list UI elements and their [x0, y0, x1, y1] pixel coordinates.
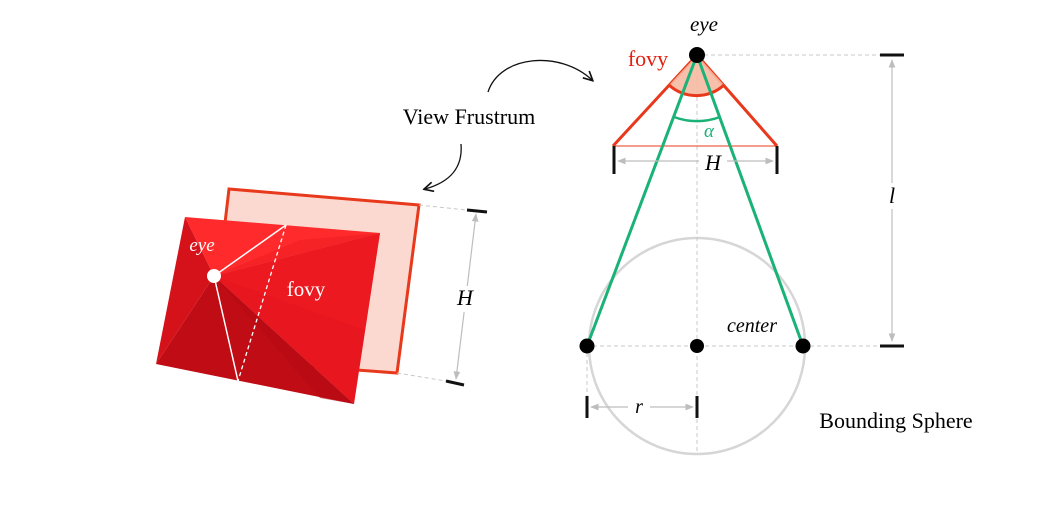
eye-left-label: eye — [189, 235, 214, 256]
H-left-label: H — [456, 285, 474, 310]
left-frustum-illustration: H eye fovy — [156, 187, 488, 404]
fovy-wedge — [669, 55, 724, 96]
eye-right-label: eye — [690, 12, 718, 36]
eye-point-left — [207, 269, 221, 283]
right-cross-section: α H l r eye fovy center Bounding Sphere — [579, 12, 973, 456]
curved-arrow-icon — [487, 59, 592, 93]
center-dashed-line — [237, 224, 287, 382]
tangent-point-left — [579, 338, 595, 354]
H-left-bg — [452, 286, 478, 312]
center-label: center — [727, 315, 777, 337]
bounding-sphere-label: Bounding Sphere — [819, 408, 972, 433]
eye-ray-top — [213, 224, 287, 277]
alpha-label: α — [704, 121, 715, 142]
H-right-label: H — [704, 150, 722, 175]
fovy-left-label: fovy — [287, 277, 326, 301]
dim-extension-top — [418, 204, 477, 212]
H-right-bg — [699, 150, 727, 174]
dim-tick-bottom — [445, 379, 465, 387]
pyramid-shade-band — [214, 233, 380, 330]
sphere-center-point — [690, 339, 704, 353]
view-frustrum-label: View Frustrum — [403, 104, 536, 129]
eye-point-right — [689, 47, 705, 63]
curved-arrow-icon — [425, 143, 462, 189]
eye-ray-bottom — [213, 275, 239, 382]
pyramid-dark-band — [214, 276, 354, 404]
r-bg — [628, 396, 650, 418]
tangent-line-right — [695, 54, 805, 347]
view-frustrum-annotation: View Frustrum — [403, 59, 592, 189]
fovy-right-label: fovy — [628, 46, 668, 71]
dim-tick-top — [466, 208, 488, 214]
tangent-line-left — [585, 54, 699, 347]
alpha-arc — [673, 115, 721, 123]
l-bg — [882, 183, 902, 209]
l-label: l — [889, 183, 895, 208]
r-label: r — [635, 396, 643, 418]
fovy-arc — [667, 83, 726, 98]
tangent-point-right — [795, 338, 811, 354]
pyramid-face-left — [156, 217, 214, 364]
